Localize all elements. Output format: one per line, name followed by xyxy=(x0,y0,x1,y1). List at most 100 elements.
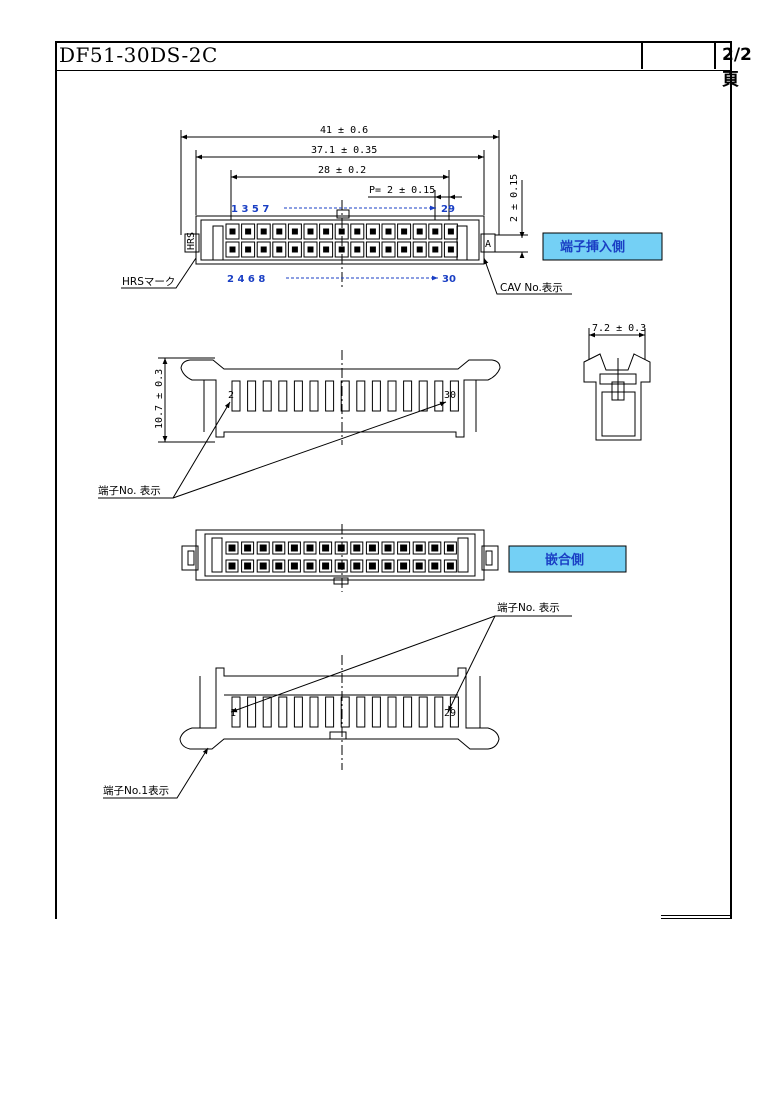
cavity-cell xyxy=(256,241,271,258)
terminal-slot xyxy=(325,380,335,412)
front-dim-height: 10.7 ± 0.3 xyxy=(154,369,165,429)
mating-contact xyxy=(337,562,345,570)
cavity-cell xyxy=(256,223,271,240)
terminal-slot xyxy=(309,380,319,412)
cavity-cell xyxy=(365,241,380,258)
cavity-contact xyxy=(260,228,267,235)
mating-contact xyxy=(368,562,376,570)
terminal-slot xyxy=(356,380,366,412)
cavity-contact xyxy=(447,228,454,235)
cavity-cell xyxy=(319,223,334,240)
bottom-terminal-label: 端子No. 表示 xyxy=(497,601,560,614)
cavity-cell xyxy=(287,223,302,240)
terminal-slot xyxy=(387,380,397,412)
cavity-contact xyxy=(338,246,345,253)
top-view xyxy=(180,130,528,290)
cavity-contact xyxy=(245,228,252,235)
cavity-cell xyxy=(272,241,287,258)
mating-cell xyxy=(256,541,270,555)
title-block: DF51-30DS-2C 2/2頁 xyxy=(55,41,752,90)
insertion-side-tag: 端子挿入側 xyxy=(560,239,625,255)
mating-contact xyxy=(368,544,376,552)
cavity-contact xyxy=(291,228,298,235)
cavity-contact xyxy=(385,246,392,253)
cavity-contact xyxy=(369,246,376,253)
mating-contact xyxy=(259,544,267,552)
mating-cell xyxy=(365,541,379,555)
mating-cell xyxy=(397,541,411,555)
mating-cell xyxy=(303,541,317,555)
terminal-slot xyxy=(278,380,288,412)
terminal-slot xyxy=(340,696,350,728)
cavity-contact xyxy=(432,228,439,235)
terminal-no1-label: 端子No.1表示 xyxy=(103,784,169,797)
mating-contact xyxy=(275,544,283,552)
cavity-cell xyxy=(397,241,412,258)
mating-cell xyxy=(272,559,286,573)
cavity-cell xyxy=(381,223,396,240)
terminal-slot xyxy=(403,696,413,728)
mating-contact xyxy=(446,544,454,552)
cavity-cell xyxy=(241,241,256,258)
cavity-cell xyxy=(350,223,365,240)
terminal-slot xyxy=(293,380,303,412)
terminal-slot xyxy=(325,696,335,728)
mating-contact xyxy=(415,562,423,570)
side-view xyxy=(583,328,651,441)
mating-side-tag: 嵌合側 xyxy=(545,552,584,568)
mating-contact xyxy=(415,544,423,552)
page-number: 2/2頁 xyxy=(722,45,752,90)
cav-letter: A xyxy=(485,239,491,250)
terminal-slots xyxy=(231,696,459,728)
hrs-mark-label: HRSマーク xyxy=(122,276,175,288)
terminal-slot xyxy=(247,696,257,728)
mating-contact xyxy=(306,562,314,570)
cavity-cell xyxy=(397,223,412,240)
cavity-contact xyxy=(416,246,423,253)
cavity-contact xyxy=(229,228,236,235)
title-divider xyxy=(641,41,643,69)
contact-cavities xyxy=(225,223,458,258)
terminal-slot xyxy=(262,696,272,728)
mating-contact xyxy=(275,562,283,570)
title-divider xyxy=(714,41,716,69)
cavity-cell xyxy=(334,241,349,258)
terminal-slot xyxy=(403,380,413,412)
cavity-cell xyxy=(303,223,318,240)
mating-contact xyxy=(306,544,314,552)
mating-view xyxy=(181,524,499,592)
cavity-contact xyxy=(307,246,314,253)
mating-contact xyxy=(353,544,361,552)
cavity-contact xyxy=(385,228,392,235)
cavity-cell xyxy=(334,223,349,240)
mating-cell xyxy=(272,541,286,555)
mating-cell xyxy=(287,541,301,555)
terminal-slot xyxy=(449,696,459,728)
terminal-slot xyxy=(418,696,428,728)
mating-cell xyxy=(397,559,411,573)
mating-contact xyxy=(322,544,330,552)
corner-mark xyxy=(661,915,732,919)
cavity-contact xyxy=(354,228,361,235)
front-terminal-label: 端子No. 表示 xyxy=(98,484,161,497)
terminal-slot xyxy=(434,696,444,728)
mating-contact xyxy=(228,562,236,570)
mating-cell xyxy=(241,559,255,573)
terminal-slot xyxy=(293,696,303,728)
cavity-cell xyxy=(272,223,287,240)
cavity-contact xyxy=(369,228,376,235)
cavity-contact xyxy=(229,246,236,253)
hrs-marking: HRS xyxy=(186,232,197,250)
cavity-cell xyxy=(412,223,427,240)
cavity-contact xyxy=(447,246,454,253)
terminal-slot xyxy=(278,696,288,728)
insertion-side-box xyxy=(542,232,663,261)
mating-cell xyxy=(428,559,442,573)
side-dim-width: 7.2 ± 0.3 xyxy=(592,323,646,334)
cavity-cell xyxy=(303,241,318,258)
dim-body: 37.1 ± 0.35 xyxy=(311,145,377,156)
mating-contact xyxy=(400,562,408,570)
mating-side-box xyxy=(508,545,627,573)
bottom-left-num: 1 xyxy=(230,708,236,719)
